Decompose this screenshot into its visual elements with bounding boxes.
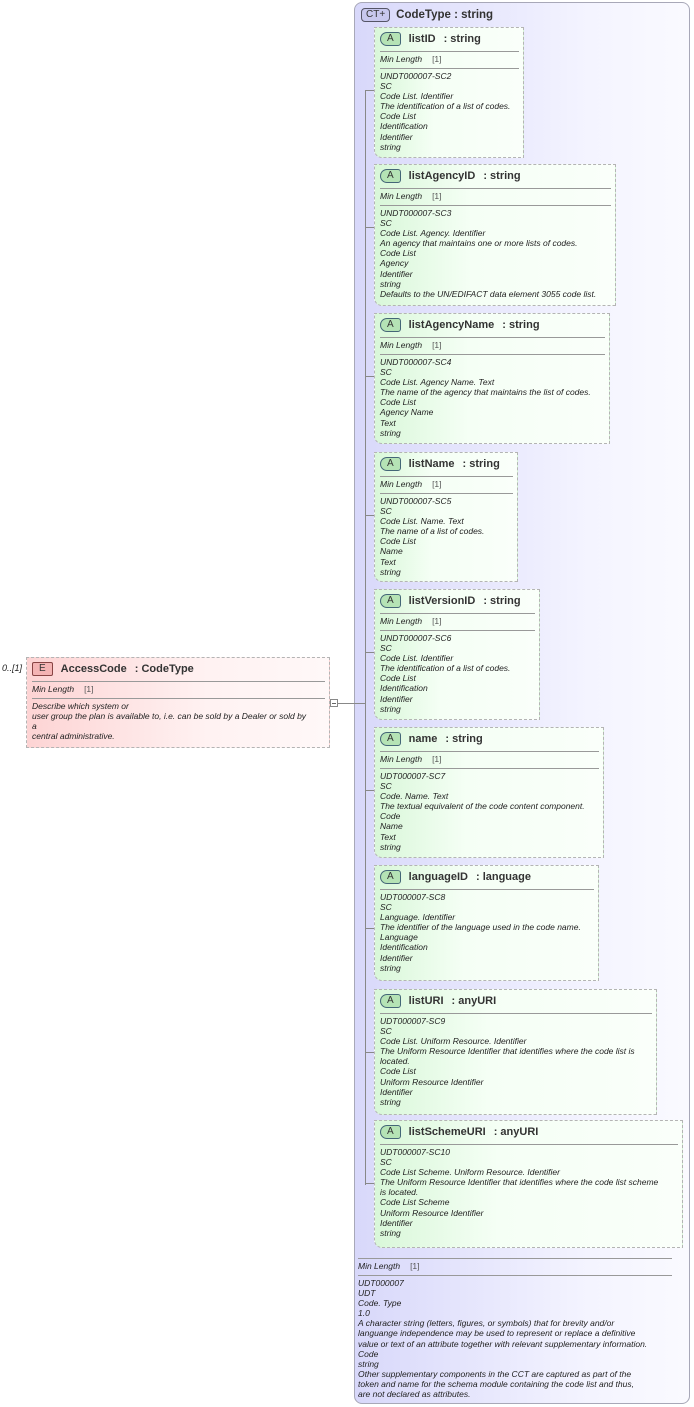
attribute-documentation: UNDT000007-SC6 SC Code List. Identifier … [380, 633, 511, 714]
element-documentation: Describe which system or user group the … [32, 701, 307, 742]
attribute-documentation: UDT000007-SC10 SC Code List Scheme. Unif… [380, 1147, 659, 1238]
element-type: : CodeType [134, 663, 194, 675]
attribute-type: : anyURI [493, 1126, 539, 1138]
facet-min-length: Min Length[1] [32, 684, 94, 694]
attribute-name: listAgencyID [408, 170, 476, 182]
complex-type-header: CT+ CodeType : string [361, 8, 493, 22]
attribute-documentation: UDT000007-SC7 SC Code. Name. Text The te… [380, 771, 585, 852]
attribute-type: : string [483, 170, 521, 182]
attribute-icon: A [380, 994, 401, 1008]
facet-min-length: Min Length[1] [380, 479, 442, 489]
connector-line [365, 928, 374, 929]
attribute-type: : string [483, 595, 521, 607]
attribute-name: name [408, 733, 438, 745]
element-name: AccessCode [60, 663, 127, 675]
connector-line [365, 1052, 374, 1053]
attribute-type: : string [445, 733, 483, 745]
attribute-name: listAgencyName [408, 319, 495, 331]
connector-line [365, 515, 374, 516]
attribute-documentation: UNDT000007-SC4 SC Code List. Agency Name… [380, 357, 591, 438]
attribute-documentation: UDT000007-SC8 SC Language. Identifier Th… [380, 892, 581, 973]
attribute-type: : string [462, 458, 500, 470]
connector-line [365, 90, 366, 1185]
connector-line [365, 90, 374, 91]
facet-min-length: Min Length[1] [358, 1261, 420, 1271]
attribute-documentation: UNDT000007-SC3 SC Code List. Agency. Ide… [380, 208, 597, 299]
facet-min-length: Min Length[1] [380, 340, 442, 350]
connector-line [330, 703, 365, 704]
attribute-name: listSchemeURI [408, 1126, 486, 1138]
collapse-toggle[interactable] [330, 699, 338, 707]
connector-line [365, 376, 374, 377]
complex-type-title: CodeType : string [396, 9, 494, 21]
attribute-documentation: UNDT000007-SC2 SC Code List. Identifier … [380, 71, 511, 152]
attribute-name: listName [408, 458, 455, 470]
attribute-icon: A [380, 870, 401, 884]
attribute-name: languageID [408, 871, 468, 883]
connector-line [365, 652, 374, 653]
facet-min-length: Min Length[1] [380, 616, 442, 626]
attribute-name: listURI [408, 995, 444, 1007]
attribute-name: listVersionID [408, 595, 476, 607]
attribute-icon: A [380, 457, 401, 471]
attribute-icon: A [380, 32, 401, 46]
connector-line [365, 227, 374, 228]
occurrence-label: 0..[1] [2, 663, 23, 673]
attribute-type: : language [475, 871, 531, 883]
attribute-type: : string [502, 319, 540, 331]
attribute-type: : string [443, 33, 481, 45]
facet-min-length: Min Length[1] [380, 191, 442, 201]
attribute-documentation: UNDT000007-SC5 SC Code List. Name. Text … [380, 496, 485, 577]
attribute-icon: A [380, 732, 401, 746]
attribute-icon: A [380, 318, 401, 332]
element-icon: E [32, 662, 53, 676]
complex-type-annotation: Min Length[1] UDT000007 UDT Code. Type 1… [358, 1258, 672, 1399]
attribute-icon: A [380, 169, 401, 183]
attribute-type: : anyURI [451, 995, 497, 1007]
complex-type-documentation: UDT000007 UDT Code. Type 1.0 A character… [358, 1278, 648, 1400]
connector-line [365, 1183, 374, 1184]
complex-type-icon: CT+ [361, 8, 391, 22]
attribute-documentation: UDT000007-SC9 SC Code List. Uniform Reso… [380, 1016, 635, 1107]
facet-min-length: Min Length[1] [380, 54, 442, 64]
attribute-icon: A [380, 594, 401, 608]
attribute-icon: A [380, 1125, 401, 1139]
facet-min-length: Min Length[1] [380, 754, 442, 764]
attribute-name: listID [408, 33, 436, 45]
connector-line [365, 790, 374, 791]
element-accesscode[interactable]: E AccessCode : CodeType Min Length[1] De… [26, 657, 330, 748]
